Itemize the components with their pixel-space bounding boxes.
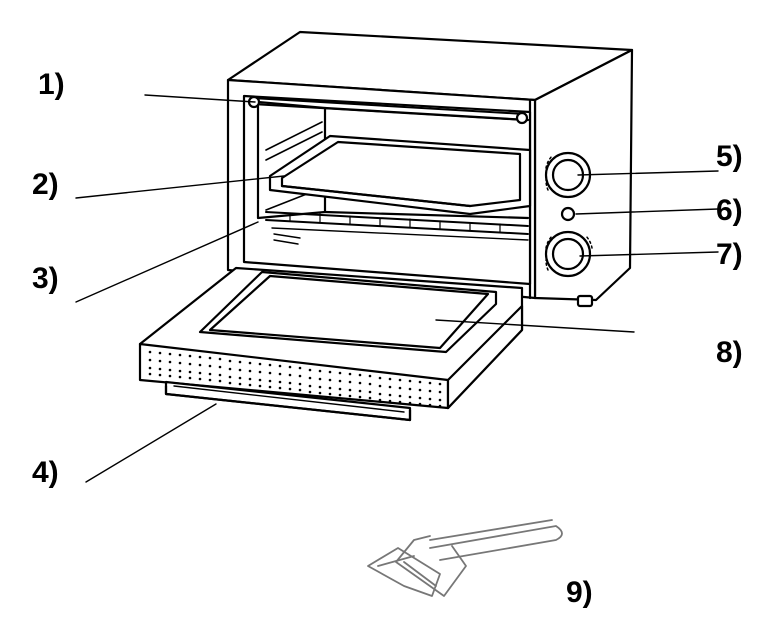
callout-9-label: 9): [566, 576, 593, 609]
door-perforations: [148, 350, 442, 408]
indicator-light: [560, 206, 576, 222]
temperature-knob: [544, 230, 593, 278]
wire-rack: [265, 211, 529, 245]
leader-lines: [75, 94, 719, 483]
callout-8-label: 8): [716, 336, 743, 369]
callout-4-label: 4): [32, 456, 59, 489]
callout-7-label: 7): [716, 238, 743, 271]
door-glass: [198, 270, 498, 354]
oven-foot: [576, 294, 594, 308]
callout-3-label: 3): [32, 262, 59, 295]
callout-5-label: 5): [716, 140, 743, 173]
heating-element: [251, 97, 525, 121]
callout-6-label: 6): [716, 194, 743, 227]
tray-handle-tool: [367, 519, 563, 597]
timer-knob: [544, 151, 592, 199]
baking-tray: [268, 134, 532, 216]
callout-2-label: 2): [32, 168, 59, 201]
callout-1-label: 1): [38, 68, 65, 101]
oven-door: [138, 266, 524, 422]
